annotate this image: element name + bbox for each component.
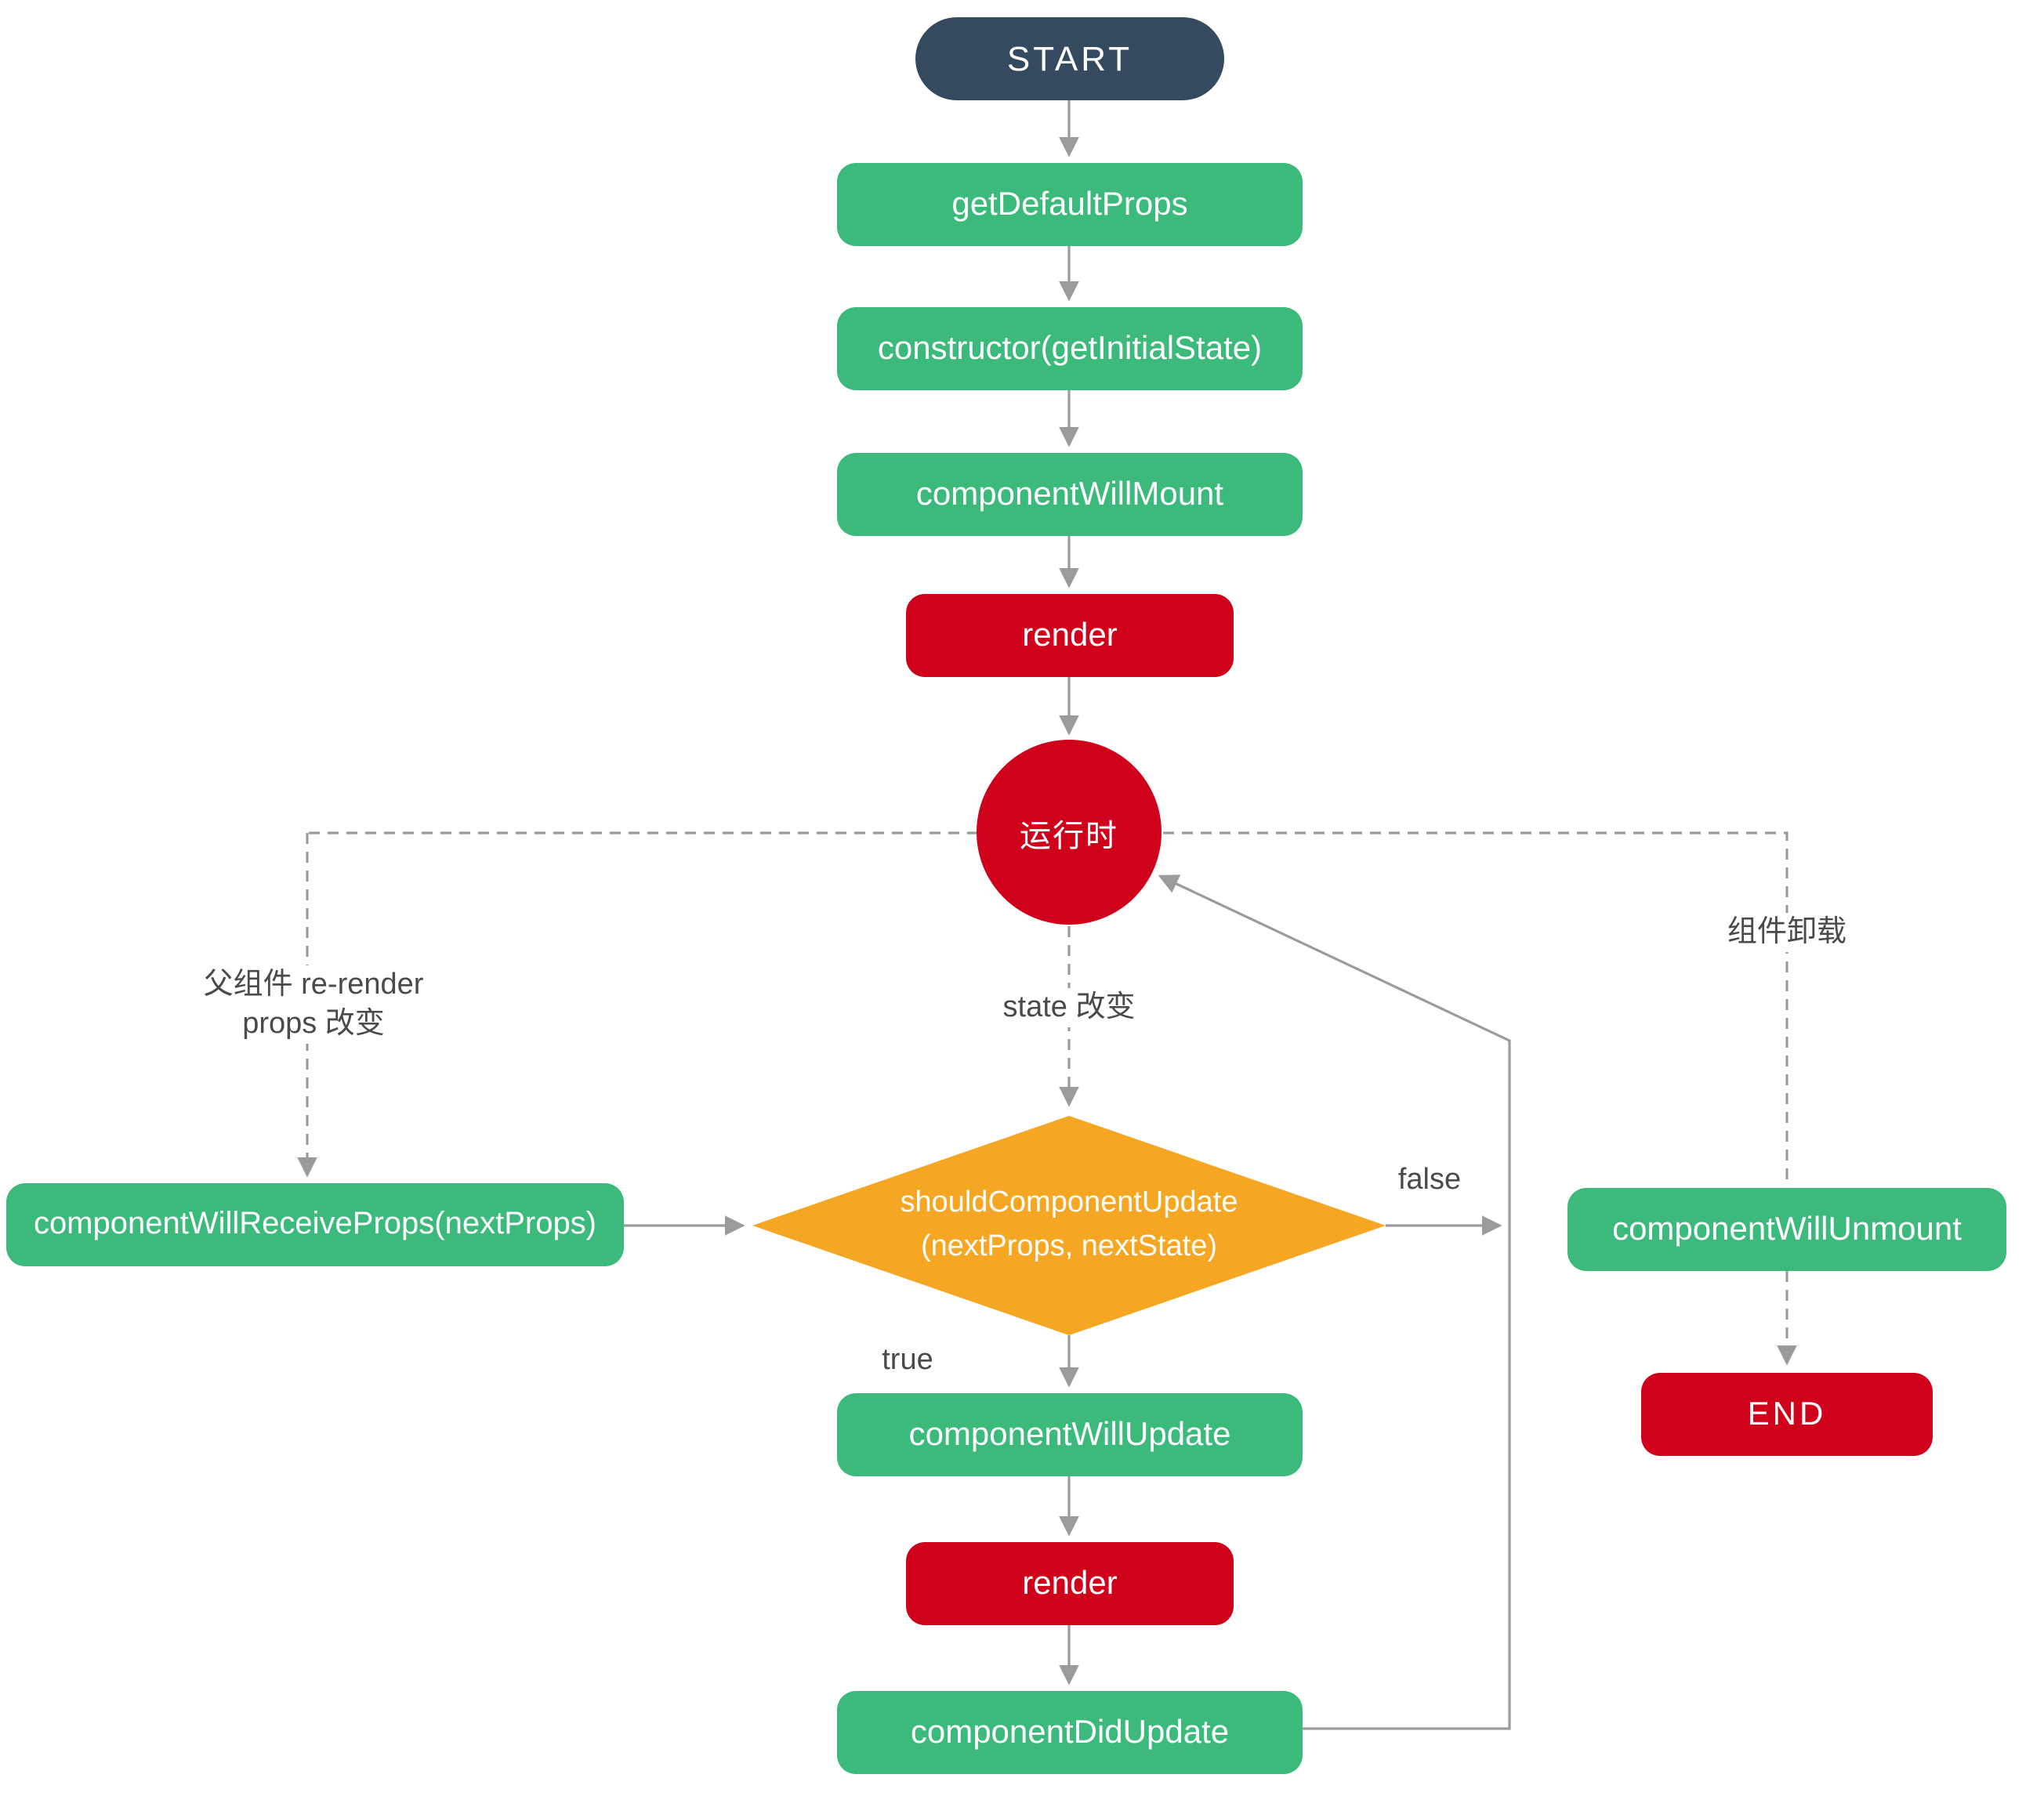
should-component-update-line2: (nextProps, nextState) [920, 1230, 1218, 1263]
node-constructor: constructor(getInitialState) [837, 307, 1303, 390]
node-end: END [1641, 1373, 1933, 1456]
edge-label-unmount: 组件卸载 [1719, 913, 1855, 952]
node-component-will-update: componentWillUpdate [837, 1393, 1303, 1476]
node-component-will-mount: componentWillMount [837, 453, 1303, 536]
edge-label-parent-rerender: 父组件 re-render props 改变 [195, 965, 432, 1044]
edge-label-false: false [1397, 1164, 1462, 1197]
edge-runtime-dashed-right [1163, 831, 1788, 1186]
edge-label-true: true [882, 1344, 933, 1377]
node-component-did-update: componentDidUpdate [837, 1691, 1303, 1774]
edge-label-state-change: state 改变 [995, 988, 1143, 1027]
edge-didupdate-loop-to-runtime [1158, 874, 1511, 1730]
node-render-update: render [906, 1542, 1234, 1625]
node-start: START [915, 17, 1224, 100]
node-component-will-receive-props: componentWillReceiveProps(nextProps) [6, 1183, 624, 1266]
node-render-mount: render [906, 594, 1234, 677]
node-component-will-unmount: componentWillUnmount [1567, 1188, 2006, 1271]
should-component-update-line1: shouldComponentUpdate [900, 1186, 1238, 1220]
node-get-default-props: getDefaultProps [837, 163, 1303, 246]
node-runtime: 运行时 [977, 740, 1162, 925]
